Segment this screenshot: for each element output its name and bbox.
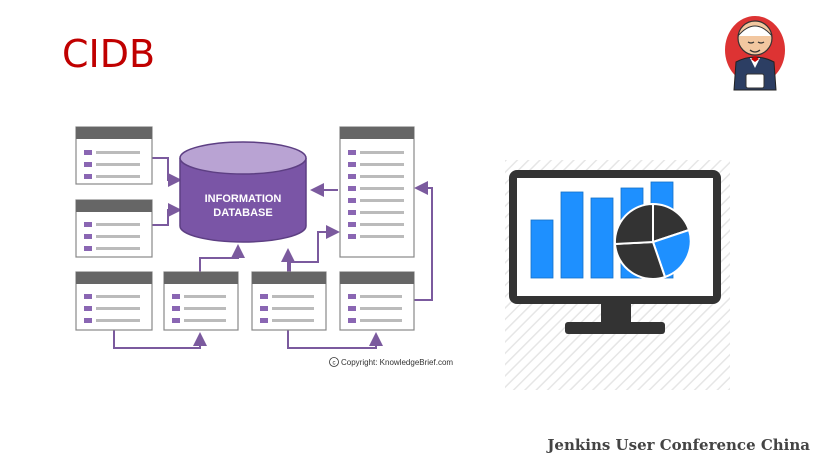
window-left-middle bbox=[75, 199, 153, 258]
window-right-tall bbox=[339, 126, 415, 258]
svg-text:c: c bbox=[333, 361, 336, 367]
slide-title: CIDB bbox=[62, 32, 156, 76]
window-bottom-2 bbox=[163, 271, 239, 331]
window-bottom-3 bbox=[251, 271, 327, 331]
window-left-top bbox=[75, 126, 153, 185]
copyright-text: Copyright: KnowledgeBrief.com bbox=[341, 358, 453, 367]
monitor-chart-icon bbox=[505, 160, 730, 390]
window-bottom-4 bbox=[339, 271, 415, 331]
jenkins-butler-icon bbox=[725, 16, 785, 91]
window-bottom-1 bbox=[75, 271, 153, 331]
conference-footer: Jenkins User Conference China bbox=[547, 436, 810, 454]
database-label-line2: DATABASE bbox=[213, 207, 272, 219]
database-label-line1: INFORMATION bbox=[205, 193, 282, 205]
database-cylinder: INFORMATION DATABASE bbox=[179, 141, 307, 243]
